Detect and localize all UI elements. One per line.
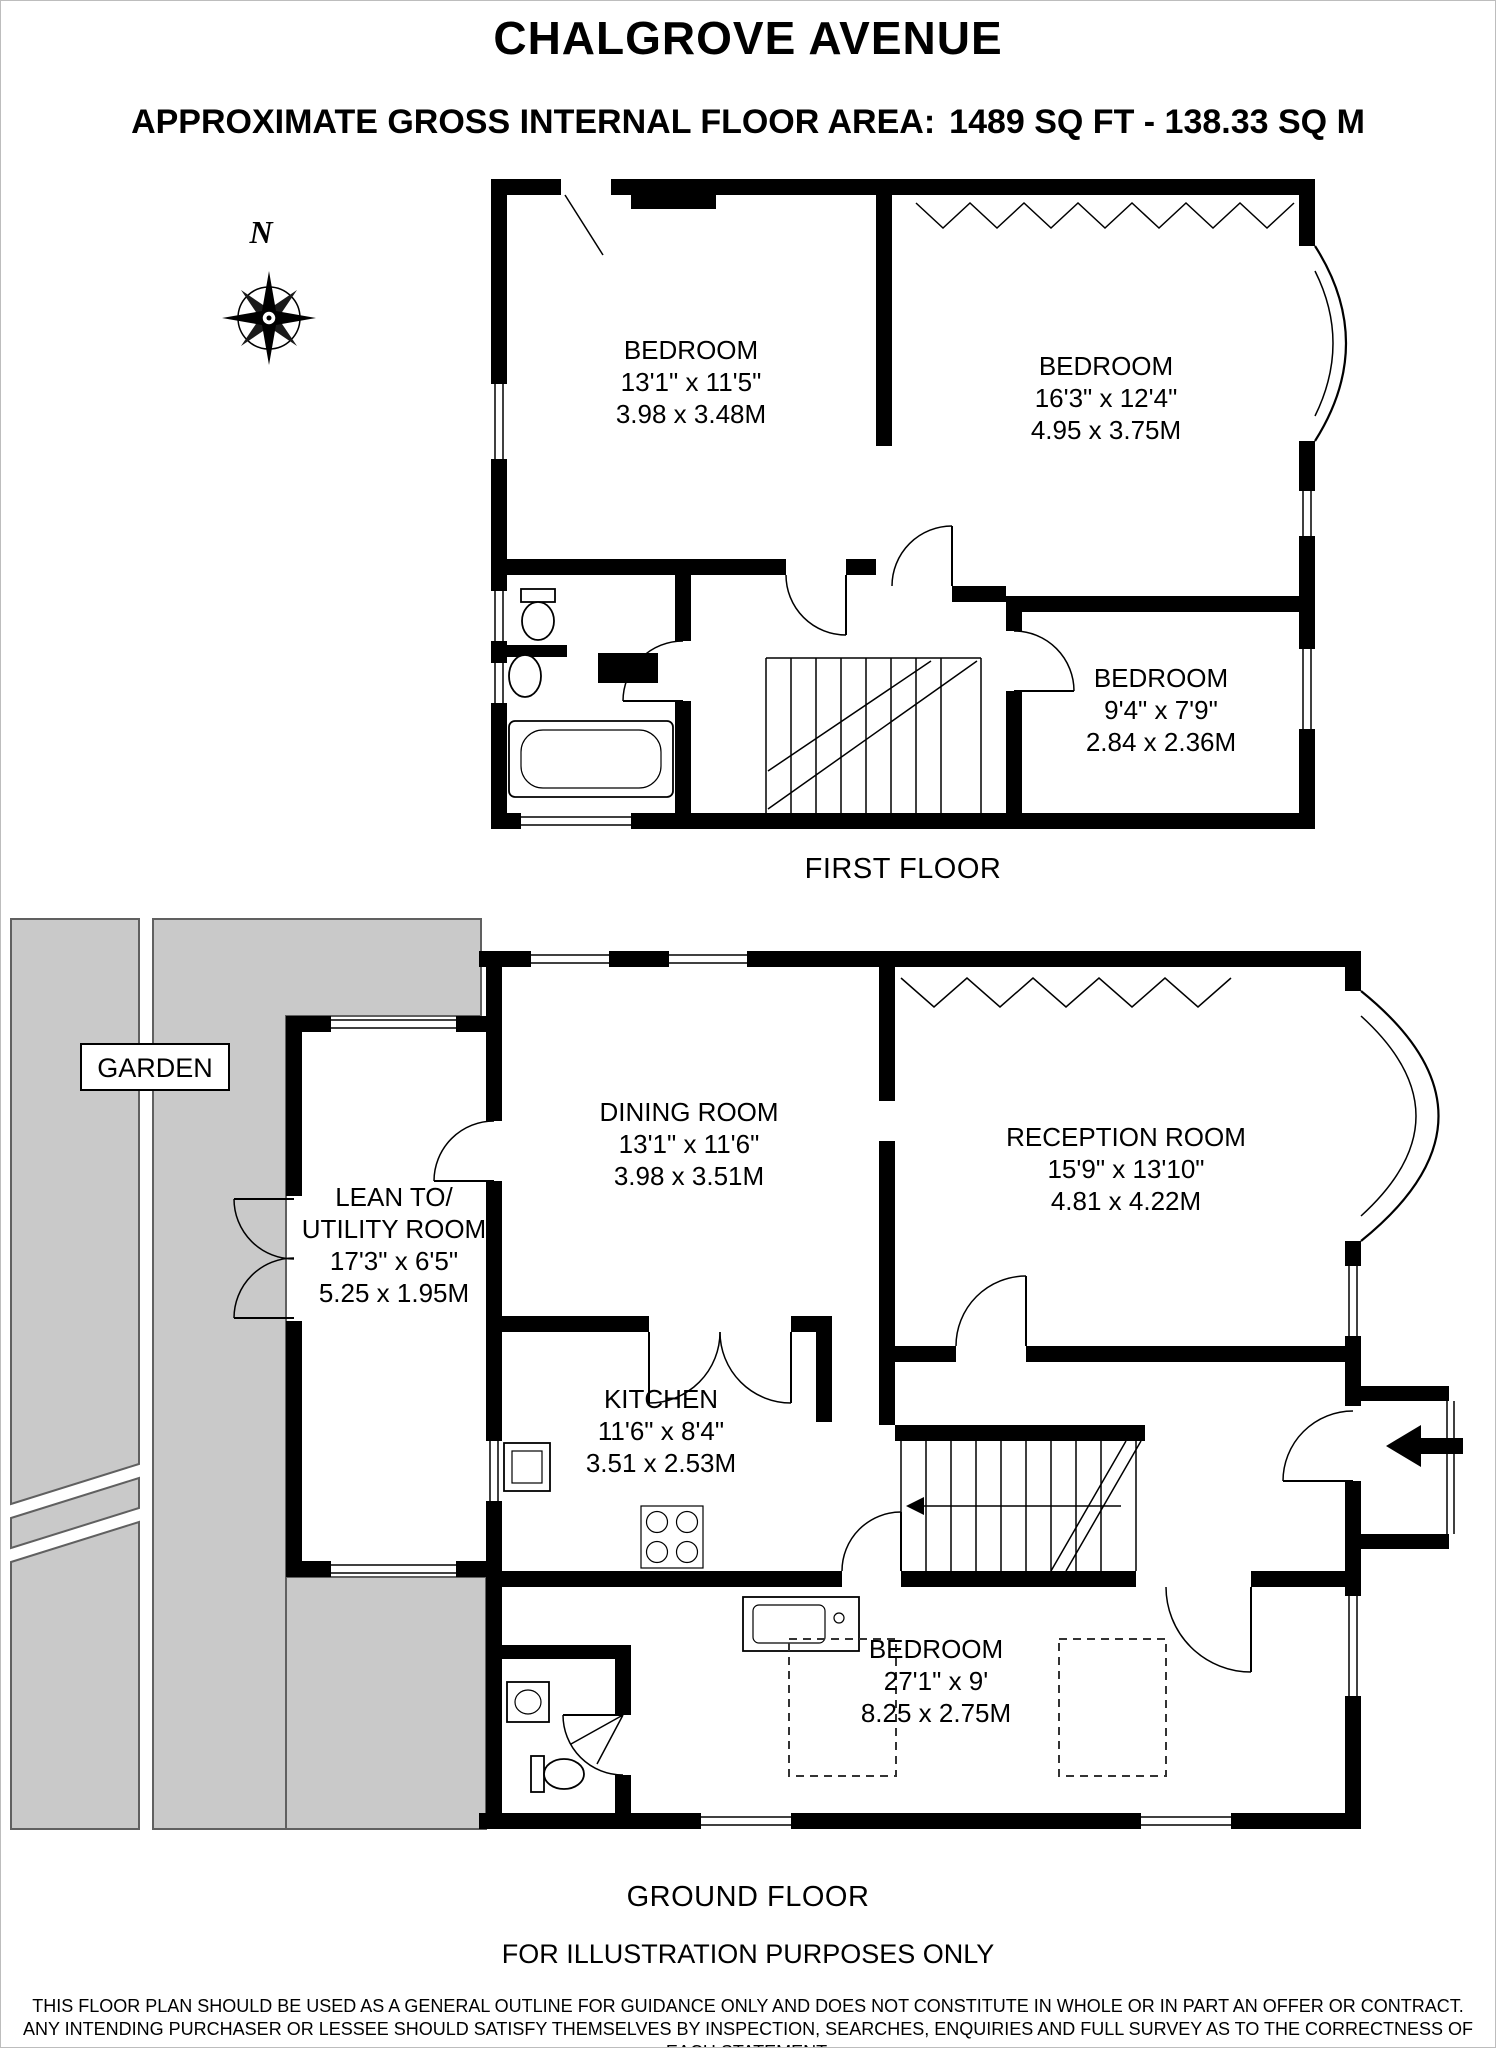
room-dims-kitchen-imperial: 11'6" x 8'4": [598, 1416, 724, 1446]
room-label-bedroom2: BEDROOM: [1039, 351, 1173, 381]
cupboard-door-line: [564, 194, 604, 256]
wc-toilet-icon: [530, 1755, 585, 1793]
room-label-kitchen: KITCHEN: [604, 1384, 718, 1414]
room-dims-reception-imperial: 15'9" x 13'10": [1047, 1154, 1204, 1184]
room-label-leanto-1: LEAN TO/: [335, 1182, 453, 1212]
floor-area-value: 1489 SQ FT - 138.33 SQ M: [949, 103, 1365, 141]
ground-floor-walls: [286, 951, 1449, 1829]
room-dims-dining-imperial: 13'1" x 11'6": [619, 1129, 760, 1159]
first-floor-doors: [622, 525, 1075, 702]
room-label-bedroom1: BEDROOM: [624, 335, 758, 365]
room-dims-leanto-metric: 5.25 x 1.95M: [319, 1278, 469, 1308]
ground-floor-plan: GARDEN: [10, 918, 1463, 1830]
room-label-leanto-2: UTILITY ROOM: [302, 1214, 486, 1244]
disclaimer-line-2: ANY INTENDING PURCHASER OR LESSEE SHOULD…: [22, 2019, 1474, 2047]
page-title: CHALGROVE AVENUE: [493, 12, 1003, 64]
floor-area-label: APPROXIMATE GROSS INTERNAL FLOOR AREA:: [131, 103, 936, 141]
illustration-note: FOR ILLUSTRATION PURPOSES ONLY: [501, 1939, 995, 1969]
first-floor-walls: [491, 179, 1315, 829]
kitchen-fixtures: [503, 1442, 860, 1652]
appliance-icon: [503, 1442, 551, 1492]
room-dims-bedroom1-imperial: 13'1" x 11'5": [621, 367, 762, 397]
compass-rose: N: [222, 214, 316, 365]
room-dims-bedroom1-metric: 3.98 x 3.48M: [616, 399, 766, 429]
disclaimer-line-1: THIS FLOOR PLAN SHOULD BE USED AS A GENE…: [32, 1996, 1464, 2016]
entrance-arrow: [1386, 1425, 1463, 1467]
hob-icon: [640, 1505, 704, 1569]
room-dims-bedroom3-metric: 2.84 x 2.36M: [1086, 727, 1236, 757]
first-floor-labels: BEDROOM 13'1" x 11'5" 3.98 x 3.48M BEDRO…: [616, 335, 1236, 757]
room-label-bedroom3: BEDROOM: [1094, 663, 1228, 693]
ground-floor-doors: [233, 1120, 1354, 1776]
room-dims-leanto-imperial: 17'3" x 6'5": [330, 1246, 458, 1276]
room-label-reception: RECEPTION ROOM: [1006, 1122, 1246, 1152]
basin-icon: [508, 654, 542, 698]
bay-window-ground-floor: [1360, 990, 1440, 1242]
room-dims-ground-bedroom-metric: 8.25 x 2.75M: [861, 1698, 1011, 1728]
compass-north-label: N: [248, 214, 274, 250]
wc-fixtures: [506, 1681, 585, 1793]
first-floor-caption: FIRST FLOOR: [804, 853, 1002, 885]
garden-area: GARDEN: [10, 918, 487, 1830]
ground-floor-windows: [331, 954, 1455, 1826]
garden-label-box: [80, 1043, 230, 1091]
room-dims-bedroom2-metric: 4.95 x 3.75M: [1031, 415, 1181, 445]
bathtub-icon: [508, 720, 674, 798]
room-label-dining: DINING ROOM: [599, 1097, 778, 1127]
wc-basin-icon: [506, 1681, 550, 1723]
ground-floor-caption: GROUND FLOOR: [626, 1881, 870, 1913]
sink-unit-icon: [742, 1596, 860, 1652]
bed-outline-right: [1058, 1638, 1167, 1777]
ground-floor-labels: LEAN TO/ UTILITY ROOM 17'3" x 6'5" 5.25 …: [302, 1097, 1246, 1728]
bed-outline-left: [788, 1638, 897, 1777]
garden-label: GARDEN: [97, 1053, 213, 1083]
floor-area-line: APPROXIMATE GROSS INTERNAL FLOOR AREA: 14…: [1, 103, 1495, 142]
disclaimer-block: THIS FLOOR PLAN SHOULD BE USED AS A GENE…: [1, 1995, 1495, 2047]
stairs-first-floor: [765, 657, 982, 813]
first-floor-windows: [494, 384, 1312, 826]
room-dims-reception-metric: 4.81 x 4.22M: [1051, 1186, 1201, 1216]
first-floor-plan: BEDROOM 13'1" x 11'5" 3.98 x 3.48M BEDRO…: [491, 179, 1347, 829]
compass-hub-dot: [266, 315, 272, 321]
room-dims-ground-bedroom-imperial: 27'1" x 9': [884, 1666, 988, 1696]
room-dims-dining-metric: 3.98 x 3.51M: [614, 1161, 764, 1191]
reception-zigzag: [900, 977, 1232, 1008]
bathroom-fixtures: [508, 588, 674, 798]
room-dims-kitchen-metric: 3.51 x 2.53M: [586, 1448, 736, 1478]
room-dims-bedroom3-imperial: 9'4" x 7'9": [1104, 695, 1218, 725]
stairs-ground-floor: [900, 1440, 1142, 1572]
fitted-wardrobe-zigzag: [915, 201, 1295, 230]
room-label-ground-bedroom: BEDROOM: [869, 1634, 1003, 1664]
room-dims-bedroom2-imperial: 16'3" x 12'4": [1035, 383, 1178, 413]
bay-window-first-floor: [1314, 245, 1347, 442]
toilet-icon: [520, 588, 556, 641]
